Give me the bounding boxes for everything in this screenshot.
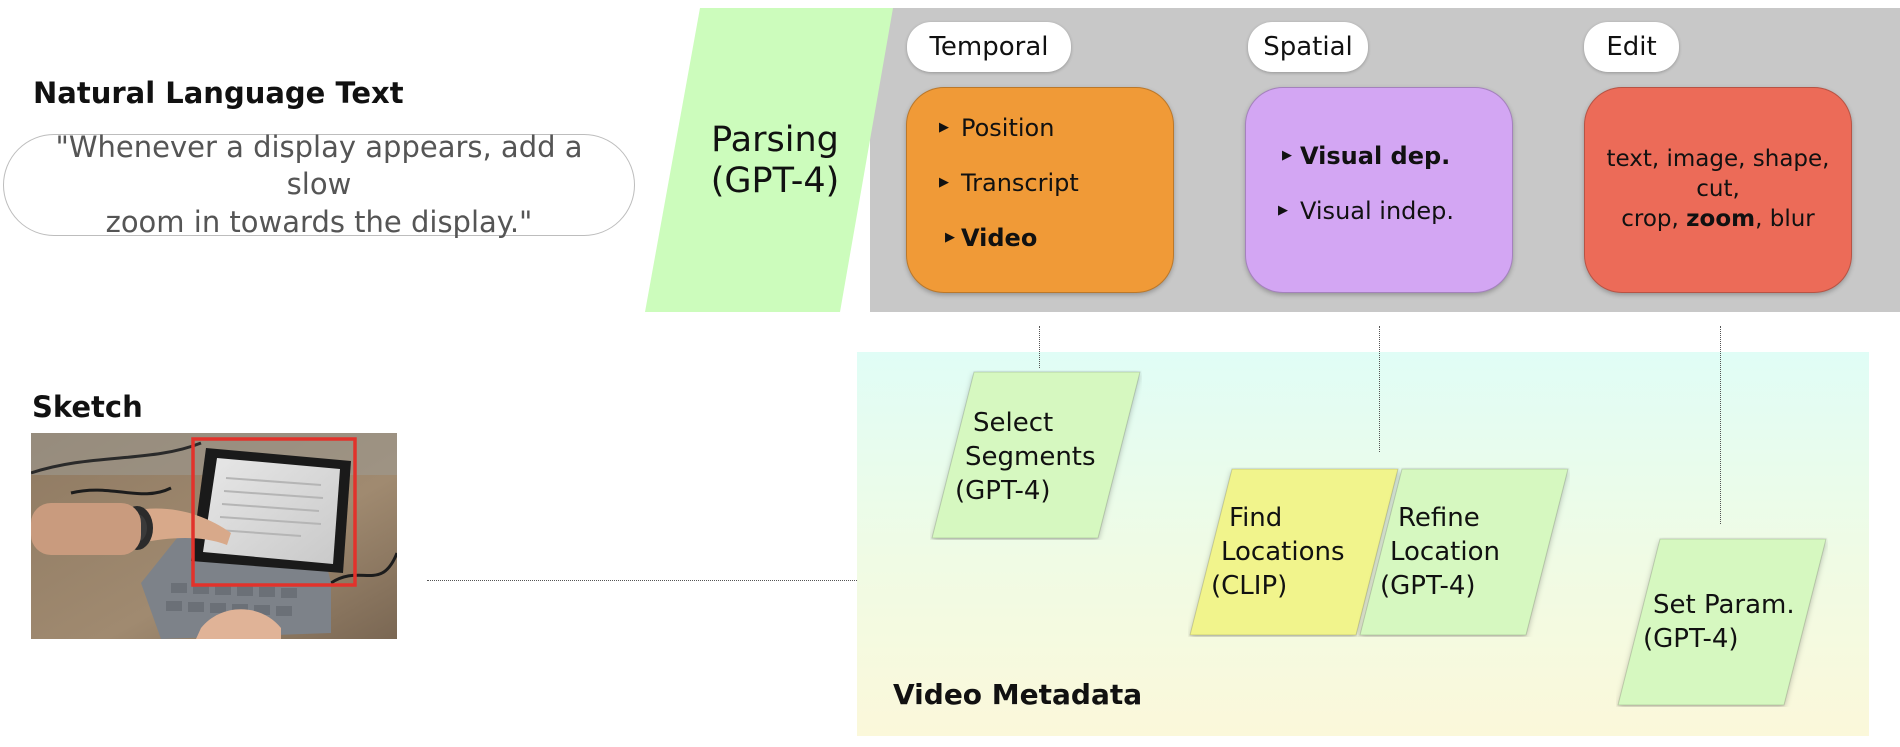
tag-spatial: Spatial (1248, 22, 1368, 72)
quote-line-2: zoom in towards the display." (105, 204, 533, 239)
refine-location-label: Refine Location (GPT-4) (1380, 503, 1500, 601)
find-locations-label: Find Locations (CLIP) (1211, 503, 1345, 601)
sketch-connector-line (427, 580, 1175, 581)
sketch-heading: Sketch (32, 390, 143, 424)
edit-zoom-bold: zoom (1686, 205, 1756, 232)
temporal-item-position: ▶Position (939, 114, 1055, 142)
tag-temporal: Temporal (907, 22, 1071, 72)
temporal-item-transcript: ▶Transcript (939, 169, 1079, 197)
video-metadata-label: Video Metadata (893, 678, 1143, 711)
parsing-label: Parsing (GPT-4) (705, 120, 845, 202)
quote-line-1: "Whenever a display appears, add a slow (55, 130, 583, 202)
set-param-label: Set Param. (GPT-4) (1643, 590, 1795, 654)
natural-language-quote: "Whenever a display appears, add a slow … (3, 130, 635, 239)
edit-line-2: crop, zoom, blur (1621, 205, 1815, 232)
select-segments-shape (931, 371, 1141, 539)
bullet-arrow-icon: ▶ (1278, 202, 1288, 218)
bullet-arrow-icon: ▶ (939, 174, 949, 190)
temporal-connector-line (1039, 326, 1040, 368)
parsing-line-2: (GPT-4) (710, 161, 840, 201)
bullet-arrow-icon: ▶ (1282, 147, 1292, 163)
parsing-parallelogram (645, 8, 893, 312)
edit-connector-line (1720, 326, 1721, 524)
select-segments-label: Select Segments (GPT-4) (955, 408, 1096, 506)
bullet-arrow-icon: ▶ (945, 229, 955, 245)
bullet-arrow-icon: ▶ (939, 119, 949, 135)
find-locations-shape (1189, 468, 1399, 636)
temporal-item-video: ▶Video (945, 224, 1038, 252)
set-param-shape (1617, 538, 1827, 706)
spatial-item-visual-dep: ▶Visual dep. (1282, 142, 1451, 170)
edit-operations: text, image, shape, cut, crop, zoom, blu… (1585, 88, 1851, 292)
parsing-line-1: Parsing (711, 120, 839, 160)
tag-edit: Edit (1584, 22, 1679, 72)
refine-location-shape (1359, 468, 1569, 636)
temporal-card: ▶Position ▶Transcript ▶Video (906, 87, 1174, 293)
sketch-thumbnail (31, 433, 397, 639)
spatial-item-visual-indep: ▶Visual indep. (1278, 197, 1455, 225)
spatial-card: ▶Visual dep. ▶Visual indep. (1245, 87, 1513, 293)
edit-line-1: text, image, shape, cut, (1606, 146, 1830, 203)
edit-card: text, image, shape, cut, crop, zoom, blu… (1584, 87, 1852, 293)
spatial-connector-line (1379, 326, 1380, 452)
natural-language-heading: Natural Language Text (33, 76, 404, 110)
